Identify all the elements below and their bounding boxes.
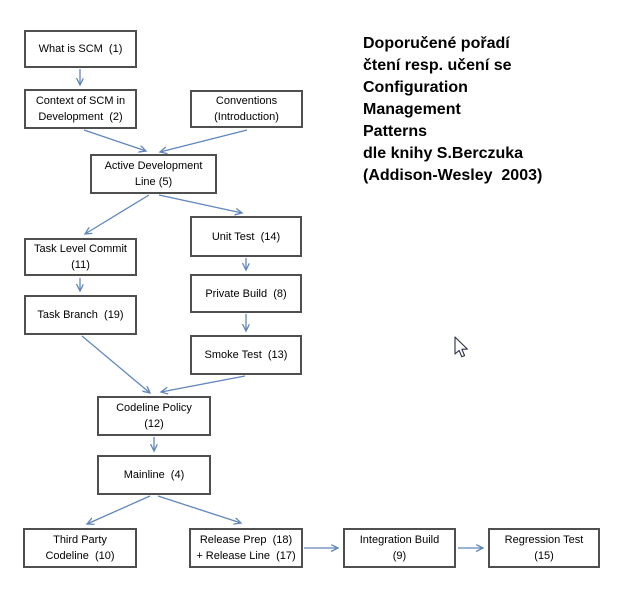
node-unit-test: Unit Test (14) bbox=[190, 216, 302, 257]
node-label: + Release Line (17) bbox=[196, 550, 296, 562]
mouse-cursor-icon bbox=[454, 336, 468, 358]
node-smoke-test: Smoke Test (13) bbox=[190, 335, 302, 375]
node-label: Development (2) bbox=[38, 111, 123, 123]
node-label: Active Development bbox=[104, 160, 203, 172]
node-third-party-codeline: Third Party Codeline (10) bbox=[23, 528, 137, 568]
diagram-title: Doporučené pořadí čtení resp. učení se C… bbox=[363, 35, 543, 184]
node-label: Integration Build bbox=[359, 534, 440, 546]
node-label: Line (5) bbox=[134, 176, 173, 188]
arrow-taskbranch-to-codelinepolicy bbox=[81, 335, 150, 393]
node-active-development-line: Active Development Line (5) bbox=[90, 154, 217, 194]
arrow-smoketest-to-codelinepolicy bbox=[161, 375, 246, 392]
node-label: (15) bbox=[534, 550, 554, 562]
node-task-level-commit: Task Level Commit (11) bbox=[24, 238, 137, 276]
arrow-activedevline-to-unittest bbox=[158, 194, 242, 213]
arrow-mainline-to-thirdparty bbox=[87, 495, 151, 524]
node-label: Codeline (10) bbox=[45, 550, 115, 562]
node-task-branch: Task Branch (19) bbox=[24, 295, 137, 335]
node-label: Unit Test (14) bbox=[211, 230, 281, 243]
arrow-mainline-to-releaseprep bbox=[157, 495, 241, 523]
node-integration-build: Integration Build (9) bbox=[343, 528, 456, 568]
node-label: (11) bbox=[71, 259, 90, 271]
arrow-context-to-activedevline bbox=[83, 129, 146, 151]
node-codeline-policy: Codeline Policy (12) bbox=[97, 396, 211, 436]
node-release-prep: Release Prep (18) + Release Line (17) bbox=[189, 528, 303, 568]
node-label: (Introduction) bbox=[214, 111, 279, 123]
node-label: Codeline Policy bbox=[116, 402, 192, 414]
node-label: Third Party bbox=[53, 534, 107, 546]
node-label: Conventions bbox=[215, 95, 278, 107]
node-mainline: Mainline (4) bbox=[97, 455, 211, 495]
node-label: Context of SCM in bbox=[35, 95, 126, 107]
node-label: Mainline (4) bbox=[123, 469, 185, 481]
arrow-conventions-to-activedevline bbox=[160, 129, 248, 152]
node-private-build: Private Build (8) bbox=[190, 274, 302, 313]
node-label: Regression Test bbox=[504, 534, 584, 546]
node-what-is-scm: What is SCM (1) bbox=[24, 30, 137, 68]
node-conventions: Conventions (Introduction) bbox=[190, 90, 303, 128]
node-label: Release Prep (18) bbox=[199, 534, 293, 546]
node-label: Private Build (8) bbox=[205, 287, 287, 300]
node-label: Task Branch (19) bbox=[37, 309, 124, 321]
node-context-of-scm: Context of SCM in Development (2) bbox=[24, 89, 137, 129]
node-label: (9) bbox=[392, 550, 407, 562]
node-label: What is SCM (1) bbox=[38, 43, 123, 55]
node-regression-test: Regression Test (15) bbox=[488, 528, 600, 568]
arrow-activedevline-to-tasklevelcommit bbox=[85, 194, 150, 234]
node-label: Task Level Commit bbox=[34, 243, 127, 255]
node-label: Smoke Test (13) bbox=[204, 349, 288, 361]
node-label: (12) bbox=[144, 418, 164, 430]
